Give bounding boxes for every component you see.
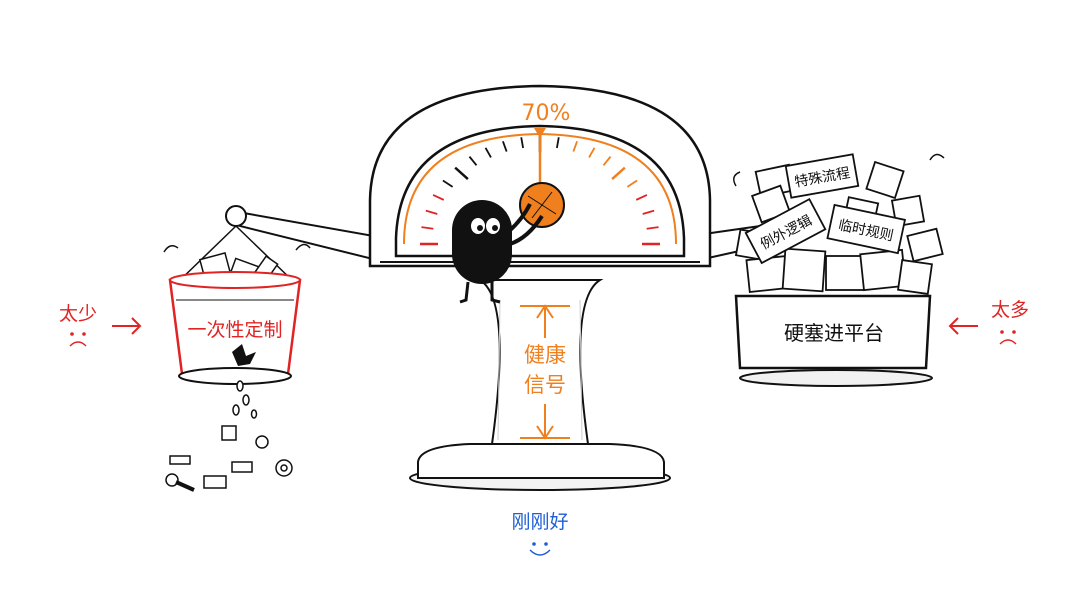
gauge-tick: [502, 140, 508, 152]
gauge-tick: [588, 147, 596, 158]
gauge-tick: [611, 166, 626, 181]
gauge-tick: [432, 194, 445, 201]
sad-face-icon: [69, 332, 87, 347]
gauge-tick: [646, 226, 659, 230]
gauge-tick: [468, 156, 478, 166]
bucket-label: 一次性定制: [187, 319, 282, 341]
gauge-tick: [454, 166, 469, 181]
character-figure: [452, 200, 544, 304]
spilled-parts: [165, 380, 293, 492]
tray-label: 硬塞进平台: [784, 321, 884, 345]
left-arrow-icon: [948, 317, 978, 335]
pointer-marker: [534, 128, 546, 138]
gauge-readout: 70%: [522, 101, 571, 126]
gauge-tick: [572, 140, 578, 152]
sad-face-icon: [999, 330, 1017, 345]
smile-face-icon: [529, 542, 551, 556]
gauge-dial: 70%: [403, 101, 677, 246]
gauge-tick: [626, 179, 638, 188]
gauge-tick: [421, 226, 434, 230]
right-arrow-icon: [112, 317, 142, 335]
block-temp-rules: 临时规则: [826, 203, 907, 255]
just-right-indicator: 刚刚好: [511, 511, 569, 556]
too-much-label: 太多: [991, 299, 1029, 321]
dial-knob: [519, 182, 565, 228]
too-little-label: 太少: [59, 303, 97, 325]
gauge-tick: [425, 209, 438, 215]
gauge-tick: [635, 194, 648, 201]
gauge-tick: [602, 156, 612, 166]
just-right-label: 刚刚好: [511, 511, 568, 533]
gauge-tick: [520, 137, 524, 149]
gauge-tick: [556, 137, 560, 149]
pillar-label-line2: 信号: [524, 373, 566, 397]
block-special-process: 特殊流程: [784, 153, 860, 199]
health-signal-indicator: 健康 信号: [516, 304, 574, 440]
gauge-tick: [442, 179, 454, 188]
right-tray: 特殊流程 例外逻辑 临时规则 硬塞进平台: [163, 153, 945, 387]
too-much-indicator: 太多: [948, 299, 1029, 345]
pillar-label-line1: 健康: [524, 343, 566, 367]
too-little-indicator: 太少: [59, 303, 142, 347]
gauge-tick: [642, 209, 655, 215]
left-bucket: 一次性定制: [168, 205, 302, 385]
gauge-tick: [484, 147, 492, 158]
